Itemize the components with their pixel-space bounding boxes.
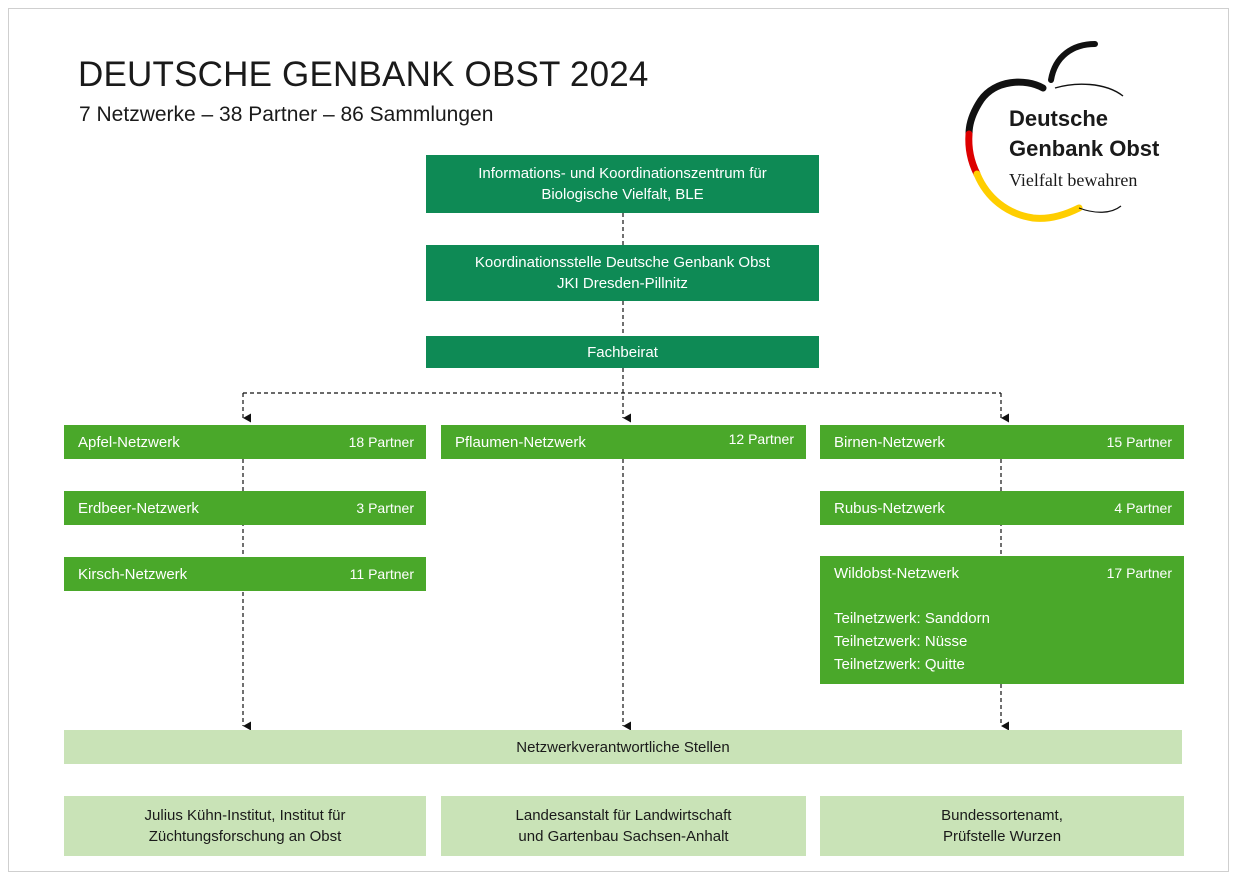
network-name: Erdbeer-Netzwerk	[78, 500, 199, 517]
network-partner-count: 11 Partner	[349, 566, 414, 582]
network-name: Wildobst-Netzwerk	[834, 565, 960, 582]
institution-line1: Landesanstalt für Landwirtschaft	[515, 807, 732, 824]
institution-line2: Prüfstelle Wurzen	[942, 828, 1062, 845]
responsible-label: Netzwerkverantwortliche Stellen	[516, 738, 730, 756]
box-coordination-office: Koordinationsstelle Deutsche Genbank Obs…	[426, 245, 819, 301]
network-name: Birnen-Netzwerk	[834, 434, 945, 451]
subnetwork-item: Teilnetzwerk: Quitte	[834, 656, 965, 673]
institution-llg: Landesanstalt für Landwirtschaft und Gar…	[441, 796, 806, 856]
network-apple: Apfel-Netzwerk 18 Partner	[64, 425, 426, 459]
network-partner-count: 4 Partner	[1114, 500, 1172, 516]
network-wild-fruit: Wildobst-Netzwerk 17 Partner Teilnetzwer…	[820, 556, 1184, 684]
network-name: Apfel-Netzwerk	[78, 434, 180, 451]
page-title: DEUTSCHE GENBANK OBST 2024	[78, 55, 649, 94]
institution-line2: Züchtungsforschung an Obst	[148, 828, 342, 845]
network-partner-count: 3 Partner	[356, 500, 414, 516]
diagram-frame	[8, 8, 1229, 872]
box-info-line1: Informations- und Koordinationszentrum f…	[478, 165, 767, 182]
network-partner-count: 18 Partner	[348, 434, 414, 450]
institution-line1: Julius Kühn-Institut, Institut für	[144, 807, 346, 824]
institution-line1: Bundessortenamt,	[941, 807, 1063, 824]
network-rubus: Rubus-Netzwerk 4 Partner	[820, 491, 1184, 525]
institution-line2: und Gartenbau Sachsen-Anhalt	[518, 828, 729, 845]
apple-logo-icon	[965, 41, 1124, 222]
box-coord-line1: Koordinationsstelle Deutsche Genbank Obs…	[474, 254, 771, 271]
network-plum: Pflaumen-Netzwerk 12 Partner	[441, 425, 806, 459]
box-info-line2: Biologische Vielfalt, BLE	[541, 186, 704, 203]
network-partner-count: 17 Partner	[1106, 565, 1172, 581]
box-coord-line2: JKI Dresden-Pillnitz	[557, 275, 688, 292]
page-subtitle: 7 Netzwerke – 38 Partner – 86 Sammlungen	[79, 103, 494, 126]
box-advisory-board: Fachbeirat	[426, 336, 819, 368]
logo-tagline: Vielfalt bewahren	[1009, 170, 1138, 190]
institution-bundessortenamt: Bundessortenamt, Prüfstelle Wurzen	[820, 796, 1184, 856]
network-partner-count: 15 Partner	[1106, 434, 1172, 450]
network-partner-count: 12 Partner	[728, 431, 794, 447]
box-advisory-label: Fachbeirat	[587, 343, 658, 361]
box-info-coordination-center: Informations- und Koordinationszentrum f…	[426, 155, 819, 213]
subnetwork-item: Teilnetzwerk: Nüsse	[834, 633, 968, 650]
network-name: Rubus-Netzwerk	[834, 500, 945, 517]
network-name: Pflaumen-Netzwerk	[455, 434, 586, 451]
network-name: Kirsch-Netzwerk	[78, 566, 188, 583]
logo-text-line2: Genbank Obst	[1009, 136, 1160, 161]
logo-text-line1: Deutsche	[1009, 106, 1109, 131]
subnetwork-item: Teilnetzwerk: Sanddorn	[834, 610, 990, 627]
network-cherry: Kirsch-Netzwerk 11 Partner	[64, 557, 426, 591]
institution-jki: Julius Kühn-Institut, Institut für Zücht…	[64, 796, 426, 856]
network-pear: Birnen-Netzwerk 15 Partner	[820, 425, 1184, 459]
responsible-bodies-bar: Netzwerkverantwortliche Stellen	[64, 730, 1182, 764]
network-strawberry: Erdbeer-Netzwerk 3 Partner	[64, 491, 426, 525]
